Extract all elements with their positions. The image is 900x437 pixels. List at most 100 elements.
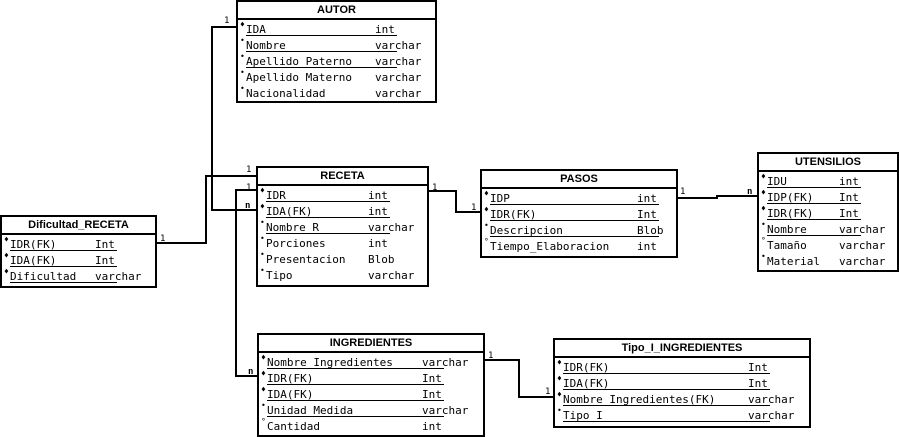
- attribute-name: Presentacion: [266, 253, 346, 266]
- attribute-marker: •: [240, 36, 245, 45]
- attribute-type: varchar: [422, 404, 469, 417]
- attribute-row: ♦IDR(FK) Int: [4, 235, 155, 253]
- attribute-name: Dificultad: [10, 270, 77, 283]
- attribute-type: int: [422, 420, 442, 433]
- attribute-row: ♦IDA(FK)Int: [261, 385, 483, 403]
- attribute-type: Int: [637, 208, 657, 221]
- attribute-name: Nombre: [246, 39, 286, 52]
- key-underline: [767, 203, 861, 204]
- attribute-name: Tipo: [266, 269, 293, 282]
- attribute-type: varchar: [748, 393, 795, 406]
- attribute-type: Int: [95, 254, 115, 267]
- attribute-name: IDR: [266, 189, 286, 202]
- cardinality-tipo-one: 1: [545, 387, 551, 397]
- attribute-marker: ♦: [4, 251, 9, 260]
- key-underline: [490, 220, 659, 221]
- attribute-row: °Tamaño varchar: [761, 236, 897, 254]
- attribute-name: Tamaño: [767, 239, 807, 252]
- attribute-row: •Presentacion Blob: [260, 250, 427, 268]
- attribute-marker: •: [260, 234, 265, 243]
- entity-title: INGREDIENTES: [259, 335, 483, 353]
- key-underline: [490, 236, 659, 237]
- attribute-name: IDR(FK): [10, 238, 57, 251]
- key-underline: [10, 282, 117, 283]
- relation-pasos-utensilios: [677, 195, 758, 199]
- attribute-name: Descripcion: [490, 224, 563, 237]
- entity-title: AUTOR: [238, 2, 435, 20]
- attribute-row: ♦IDR(FK)Int: [761, 204, 897, 222]
- attribute-type: Int: [748, 361, 768, 374]
- key-underline: [563, 389, 770, 390]
- key-underline: [246, 35, 397, 36]
- key-underline: [266, 217, 390, 218]
- attribute-marker: •: [240, 68, 245, 77]
- attribute-name: IDA(FK): [10, 254, 57, 267]
- attribute-name: IDA(FK): [266, 205, 313, 218]
- attribute-name: Tiempo_Elaboracion: [490, 240, 610, 253]
- attribute-marker: ♦: [4, 267, 9, 276]
- key-underline: [246, 51, 397, 52]
- cardinality-receta-ingredientes-n: n: [245, 201, 251, 211]
- attribute-name: IDP(FK): [767, 191, 814, 204]
- attribute-row: ♦IDR(FK)Int: [557, 358, 809, 376]
- cardinality-ingredientes-tipo-one: 1: [488, 351, 494, 361]
- attribute-type: varchar: [368, 221, 415, 234]
- key-underline: [266, 233, 390, 234]
- key-underline: [10, 250, 117, 251]
- attribute-marker: ♦: [761, 188, 766, 197]
- key-underline: [563, 421, 770, 422]
- relation-receta-pasos: [428, 190, 482, 213]
- attribute-type: varchar: [839, 239, 886, 252]
- attribute-marker: ♦: [761, 204, 766, 213]
- key-underline: [267, 368, 444, 369]
- attribute-marker: °: [761, 236, 766, 245]
- attribute-marker: ♦: [4, 235, 9, 244]
- attribute-name: Nombre: [767, 223, 807, 236]
- attribute-type: Int: [748, 377, 768, 390]
- cardinality-pasos-receta-one: 1: [471, 203, 477, 213]
- key-underline: [10, 266, 117, 267]
- attribute-name: Apellido Paterno: [246, 55, 352, 68]
- attribute-type: int: [375, 23, 395, 36]
- attribute-row: ♦IDR(FK)Int: [261, 369, 483, 387]
- attribute-name: IDA: [246, 23, 266, 36]
- key-underline: [246, 67, 397, 68]
- cardinality-autor-one: 1: [224, 16, 230, 26]
- key-underline: [267, 416, 444, 417]
- relation-receta-dificultad: [155, 175, 257, 244]
- attribute-name: IDR(FK): [267, 372, 314, 385]
- attribute-name: IDU: [767, 175, 787, 188]
- attribute-name: IDA(FK): [267, 388, 314, 401]
- attribute-type: Blob: [368, 253, 395, 266]
- attribute-type: varchar: [375, 39, 422, 52]
- attribute-name: Tipo I: [563, 409, 603, 422]
- attribute-type: varchar: [422, 356, 469, 369]
- key-underline: [266, 201, 390, 202]
- attribute-row: ♦Nombre_Ingredientes(FK)varchar: [557, 390, 809, 408]
- attribute-marker: ♦: [484, 205, 489, 214]
- cardinality-pasos-utensilios-one: 1: [680, 187, 686, 197]
- attribute-type: Int: [422, 388, 442, 401]
- cardinality-dificultad-one: 1: [160, 234, 166, 244]
- relation-ingredientes-tipo: [484, 359, 555, 398]
- attribute-row: ♦IDP(FK)Int: [761, 188, 897, 206]
- cardinality-receta-dificultad-one: 1: [246, 165, 252, 175]
- attribute-type: varchar: [95, 270, 142, 283]
- attribute-type: varchar: [839, 255, 886, 268]
- attribute-marker: •: [260, 250, 265, 259]
- attribute-type: Int: [95, 238, 115, 251]
